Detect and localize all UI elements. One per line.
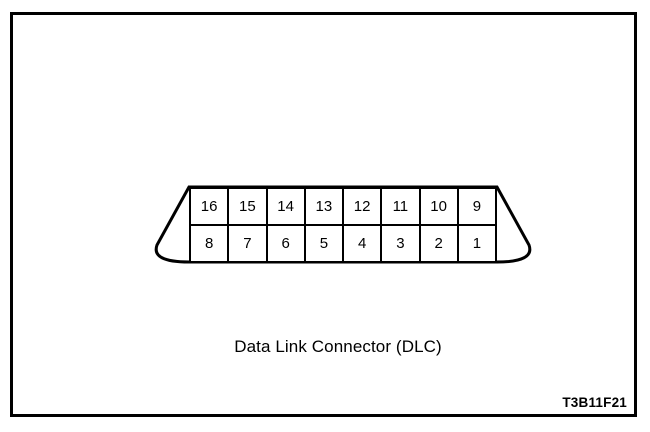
figure-caption: Data Link Connector (DLC) [234,337,442,356]
pin-row-bottom: 8 7 6 5 4 3 2 1 [191,226,495,261]
figure-reference-code: T3B11F21 [562,395,627,410]
pin-cell-5[interactable]: 5 [305,226,344,261]
pin-cell-13[interactable]: 13 [305,189,344,224]
pin-row-top: 16 15 14 13 12 11 10 9 [191,189,495,226]
pin-cell-11[interactable]: 11 [382,189,421,224]
pin-cell-3[interactable]: 3 [382,226,421,261]
pin-cell-14[interactable]: 14 [267,189,306,224]
pin-cell-2[interactable]: 2 [420,226,459,261]
pin-cell-12[interactable]: 12 [344,189,383,224]
pin-cell-6[interactable]: 6 [267,226,306,261]
pin-cell-15[interactable]: 15 [229,189,268,224]
pin-cell-16[interactable]: 16 [191,189,230,224]
pin-cell-4[interactable]: 4 [344,226,383,261]
pin-grid: 16 15 14 13 12 11 10 9 8 7 6 5 4 3 2 1 [189,187,497,263]
pin-cell-1[interactable]: 1 [458,226,495,261]
pin-cell-9[interactable]: 9 [458,189,495,224]
figure-border: 16 15 14 13 12 11 10 9 8 7 6 5 4 3 2 1 D… [10,12,637,417]
pin-cell-8[interactable]: 8 [191,226,230,261]
pin-cell-10[interactable]: 10 [420,189,459,224]
pin-cell-7[interactable]: 7 [229,226,268,261]
